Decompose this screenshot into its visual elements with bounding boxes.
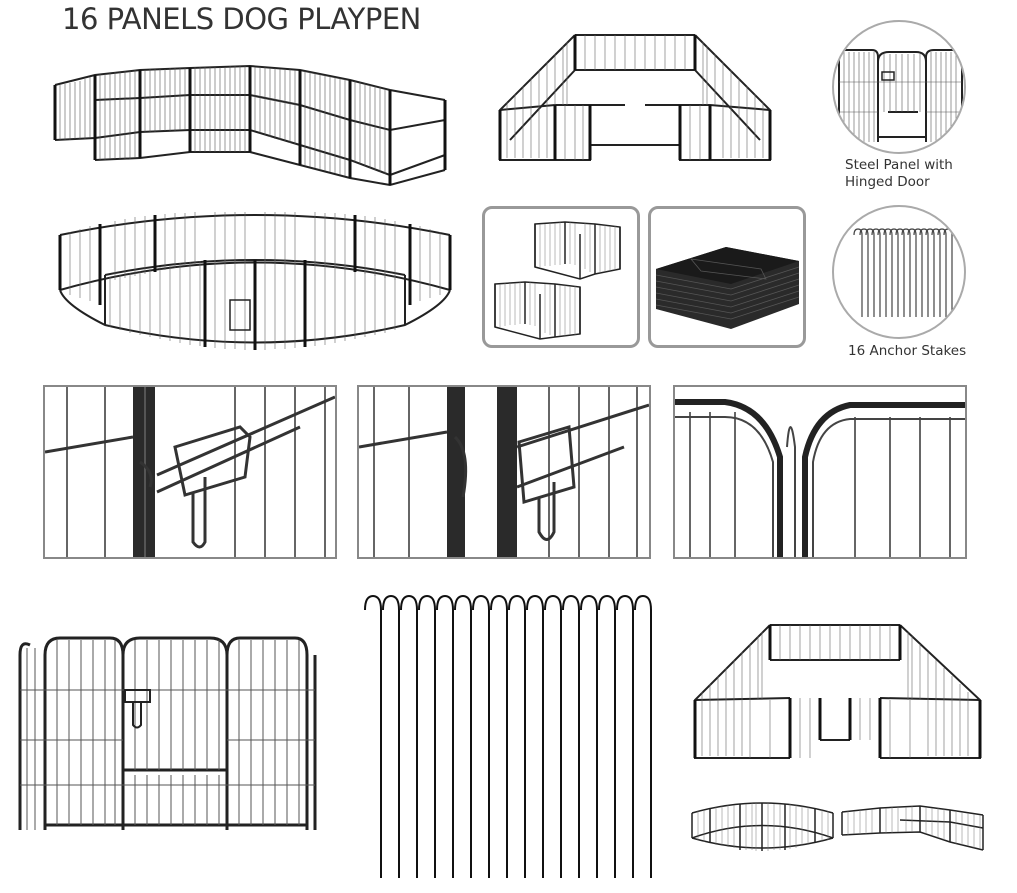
anchor-stakes-circle-image <box>832 205 966 339</box>
connector-closeup-image <box>673 385 967 559</box>
caption-line: Hinged Door <box>845 174 930 190</box>
page-title: 16 PANELS DOG PLAYPEN <box>62 2 421 36</box>
l-shape-playpen-image <box>50 60 450 190</box>
stacked-panels-image <box>648 206 806 348</box>
rectangle-playpen-2-image <box>690 620 985 765</box>
small-round-pen-image <box>690 798 835 853</box>
steel-panel-door-image <box>832 20 966 154</box>
round-playpen-image <box>55 205 455 355</box>
caption-line: Steel Panel with <box>845 157 953 173</box>
small-l-pen-image <box>840 800 985 855</box>
stakes-large-image <box>355 588 655 883</box>
steel-panel-caption: Steel Panel with Hinged Door <box>845 157 953 191</box>
latch-closeup-1-image <box>43 385 337 559</box>
rectangle-playpen-image <box>495 30 775 165</box>
panel-front-view-image <box>15 630 320 830</box>
two-pens-image <box>482 206 640 348</box>
anchor-stakes-caption: 16 Anchor Stakes <box>848 343 967 359</box>
latch-closeup-2-image <box>357 385 651 559</box>
